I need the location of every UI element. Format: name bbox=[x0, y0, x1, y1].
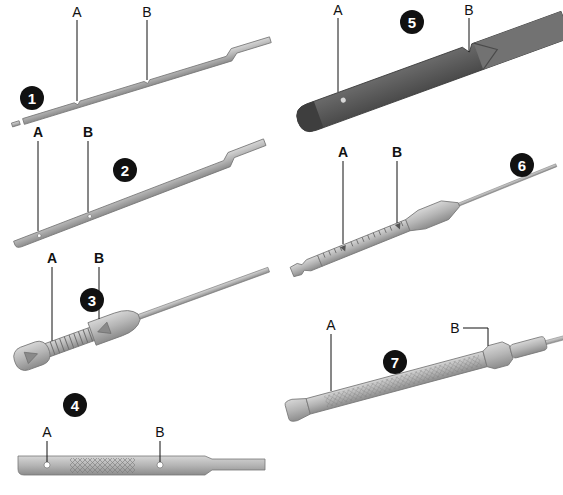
point-label: A bbox=[42, 425, 51, 439]
callout-number: 3 bbox=[88, 293, 96, 308]
callout-circle-part bbox=[63, 393, 87, 417]
callout-circle bbox=[20, 10, 534, 417]
point-label: B bbox=[450, 321, 459, 335]
leader-line-part bbox=[147, 20, 148, 80]
point-label: B bbox=[464, 3, 473, 17]
leader-line bbox=[38, 141, 88, 231]
dipstick-3-part bbox=[11, 338, 53, 373]
callout-circle-part bbox=[400, 10, 424, 34]
leader-line bbox=[331, 328, 488, 391]
callout-circle-part bbox=[20, 86, 44, 110]
point-label: A bbox=[33, 125, 43, 139]
point-label: B bbox=[142, 5, 151, 19]
leader-line-part bbox=[77, 20, 78, 101]
dipstick-2 bbox=[11, 139, 268, 249]
dipstick-2-part bbox=[37, 233, 42, 238]
callout-number: 5 bbox=[408, 15, 416, 30]
callout-circle-part bbox=[383, 350, 407, 374]
point-label: A bbox=[326, 318, 335, 332]
dipstick-3-part bbox=[136, 267, 269, 320]
leader-line-part bbox=[47, 441, 48, 462]
dipstick-1 bbox=[9, 37, 273, 128]
point-label: A bbox=[47, 251, 57, 265]
point-label: A bbox=[72, 5, 81, 19]
dipstick-4-part bbox=[157, 462, 163, 468]
leader-line-part bbox=[331, 334, 332, 391]
callout-circle-part bbox=[113, 158, 137, 182]
dipstick-5-part bbox=[293, 11, 563, 135]
leader-line-part bbox=[397, 161, 398, 223]
dipstick-7-part bbox=[509, 336, 547, 359]
leader-line-part bbox=[469, 18, 470, 52]
dipstick-4-part bbox=[18, 456, 265, 475]
point-label: B bbox=[392, 145, 402, 159]
dipstick-2-part bbox=[87, 214, 92, 219]
callout-number: 6 bbox=[518, 158, 526, 173]
leader-line-part bbox=[52, 267, 53, 341]
leader-line bbox=[77, 20, 147, 101]
dipstick-4-part bbox=[44, 462, 50, 468]
dipstick-3 bbox=[11, 258, 273, 373]
callout-circle-part bbox=[80, 288, 104, 312]
leader-line-part bbox=[338, 18, 339, 92]
callout-number: 1 bbox=[28, 91, 36, 106]
callout-number: 7 bbox=[391, 355, 399, 370]
dipstick-6-part bbox=[323, 221, 403, 257]
dipstick-2-part bbox=[11, 139, 268, 249]
dipstick-6-part bbox=[395, 223, 403, 231]
dipstick-5-part bbox=[474, 11, 563, 69]
dipstick-1-part bbox=[11, 121, 20, 127]
leader-line-part bbox=[463, 328, 488, 346]
dipstick-6-part bbox=[340, 245, 348, 253]
dipstick-3-part bbox=[88, 306, 143, 346]
dipstick-7-part bbox=[482, 340, 514, 370]
dipstick-7-part bbox=[306, 351, 487, 414]
point-label: B bbox=[94, 251, 104, 265]
callout-number: 4 bbox=[71, 398, 79, 413]
dipstick-5-part bbox=[474, 36, 502, 69]
dipstick-4-part bbox=[70, 458, 135, 473]
leader-line bbox=[47, 441, 160, 462]
dipstick-5 bbox=[293, 11, 563, 135]
dipstick-5-part bbox=[293, 101, 323, 135]
dipstick-5-part bbox=[340, 97, 346, 103]
point-label: A bbox=[338, 145, 348, 159]
dipstick-6-part bbox=[318, 220, 411, 267]
dipstick-6-part bbox=[458, 164, 556, 206]
point-label: B bbox=[83, 125, 93, 139]
leader-line bbox=[52, 267, 99, 341]
dipstick-3-part bbox=[96, 322, 111, 337]
dipstick-3-part bbox=[50, 328, 92, 355]
callout-circle-part bbox=[510, 153, 534, 177]
dipstick-7-part bbox=[544, 334, 563, 344]
dipstick-7 bbox=[284, 325, 563, 424]
dipstick-4 bbox=[18, 456, 265, 475]
dipstick-6-part bbox=[404, 195, 462, 234]
point-label: A bbox=[333, 3, 342, 17]
callout-number: 2 bbox=[121, 163, 129, 178]
dipstick-3-part bbox=[24, 348, 39, 363]
leader-line-part bbox=[343, 161, 344, 244]
leader-line-part bbox=[88, 141, 89, 212]
dipstick-6-part bbox=[290, 255, 322, 277]
leader-line-part bbox=[160, 441, 161, 462]
point-label: B bbox=[155, 425, 164, 439]
leader-line bbox=[343, 161, 397, 244]
leader-line-part bbox=[38, 141, 39, 231]
